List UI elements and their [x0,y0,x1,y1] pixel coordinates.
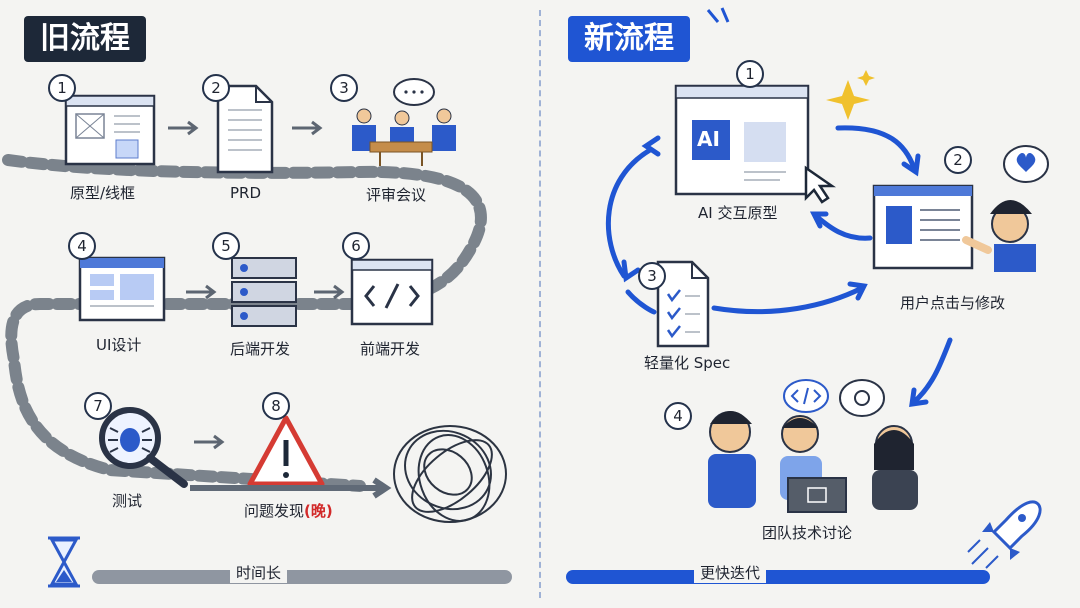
rocket-icon [967,500,1042,569]
step-3-label: 评审会议 [366,186,427,204]
chain-path [2,154,487,492]
step-7-label: 测试 [112,492,143,510]
speed-lines [706,7,730,23]
wireframe-window-icon [64,94,156,166]
server-stack-icon [231,257,297,327]
long-arrow-to-tangle [190,477,392,499]
new-process-illustrations: AI [605,7,1049,569]
new-process-title: 新流程 [568,16,690,62]
spec-document-icon [656,260,710,348]
old-process-title: 旧流程 [24,16,146,62]
step-1-label: 原型/线框 [70,184,136,202]
prd-document-icon [216,84,274,174]
code-window-icon [350,258,434,326]
ai-prototype-window-icon: AI [674,84,810,196]
new-step-2-number: 2 [944,146,972,174]
loop-arrows [605,125,953,407]
step-1-number: 1 [48,74,76,102]
left-panel: 旧流程 [2,16,512,588]
right-panel: 新流程 AI [540,0,1080,608]
arrow-1-2 [168,120,199,136]
arrow-5-6 [314,284,345,300]
new-step-3-label: 轻量化 Spec [644,354,731,372]
step-6-number: 6 [342,232,370,260]
new-step-3-number: 3 [638,262,666,290]
cursor-icon [804,165,837,204]
new-step-4-number: 4 [664,402,692,430]
user-avatar-icon [962,200,1036,272]
arrow-4-5 [186,284,217,300]
step-2-number: 2 [202,74,230,102]
step-2-label: PRD [230,184,262,202]
old-process-illustrations [2,78,507,588]
tangled-scribble-icon [393,425,507,523]
step-6-label: 前端开发 [360,340,421,358]
step-7-number: 7 [84,392,112,420]
new-step-4-label: 团队技术讨论 [762,524,853,542]
hourglass-icon [48,536,80,588]
team-discussion-icon [708,379,918,513]
ai-badge: AI [697,127,720,151]
step-5-label: 后端开发 [230,340,291,358]
small-sparkle-icon [857,70,875,86]
arrow-7-8 [194,434,225,450]
new-step-1-label: AI 交互原型 [698,204,778,222]
user-window-icon [872,184,974,270]
step-4-number: 4 [68,232,96,260]
step-8-number: 8 [262,392,290,420]
step-8-label-late: (晚) [304,502,333,520]
new-speed-label: 更快迭代 [694,562,767,583]
new-speed-bar [566,570,990,584]
step-3-number: 3 [330,74,358,102]
heart-speech-icon [1003,145,1049,183]
step-5-number: 5 [212,232,240,260]
divider [539,10,541,598]
step-4-label: UI设计 [96,336,142,354]
review-meeting-icon [352,78,456,166]
new-step-2-label: 用户点击与修改 [900,294,1006,312]
step-8-label: 问题发现(晚) [244,500,333,521]
old-duration-label: 时间长 [230,562,288,583]
bug-magnifier-icon [99,407,188,488]
new-step-1-number: 1 [736,60,764,88]
sparkle-icon [826,80,870,120]
warning-triangle-icon [247,415,325,487]
arrow-2-3 [292,120,323,136]
step-8-label-main: 问题发现 [244,502,305,520]
old-duration-bar [92,570,512,584]
ui-design-window-icon [78,256,166,322]
